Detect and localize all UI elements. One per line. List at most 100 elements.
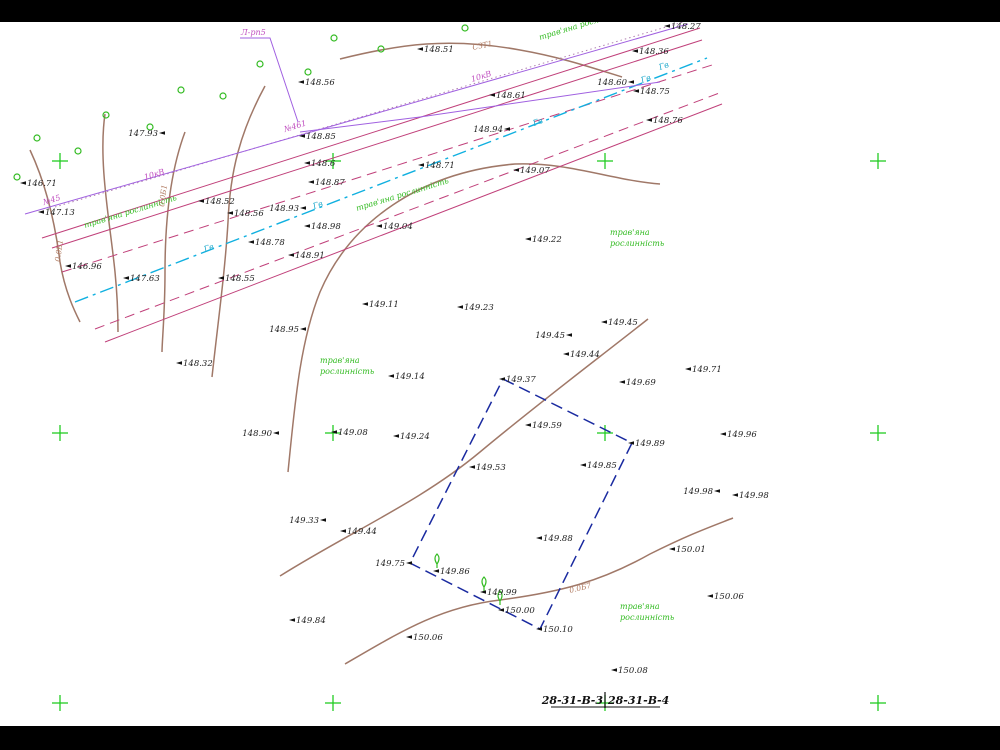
elevation-label: 149.96	[727, 430, 757, 440]
elevation-point[interactable]: 149.75	[375, 559, 412, 569]
contour-line	[279, 318, 649, 577]
elevation-label: 149.44	[570, 350, 600, 360]
utility-label: Гв	[531, 116, 545, 128]
elevation-marker-icon	[480, 590, 486, 594]
elevation-point[interactable]: 148.55	[218, 274, 255, 284]
elevation-point[interactable]: 150.06	[707, 592, 744, 602]
elevation-point[interactable]: 149.07	[513, 166, 550, 176]
elevation-point[interactable]: 149.98	[732, 491, 769, 501]
elevation-marker-icon	[388, 374, 394, 378]
elevation-point[interactable]: 149.14	[388, 372, 425, 382]
elevation-point[interactable]: 148.51	[417, 45, 454, 55]
elevation-point[interactable]: 148.60	[597, 78, 634, 88]
elevation-point[interactable]: 149.98	[683, 487, 720, 497]
elevation-point[interactable]: 148.27	[664, 22, 701, 32]
elevation-point[interactable]: 149.85	[580, 461, 617, 471]
boundary-polygon[interactable]	[408, 377, 634, 631]
elevation-point[interactable]: 150.00	[498, 606, 535, 616]
elevation-point[interactable]: 149.45	[601, 318, 638, 328]
elevation-point[interactable]: 149.86	[433, 567, 470, 577]
elevation-point[interactable]: 148.36	[632, 47, 669, 57]
elevation-label: 149.24	[400, 432, 430, 442]
elevation-point[interactable]: 149.89	[628, 439, 665, 449]
contour-label: 0.0Б1	[53, 239, 65, 262]
elevation-point[interactable]: 148.6	[304, 159, 336, 169]
vegetation-label: трав'яна рослинність	[355, 176, 450, 213]
elevation-point[interactable]: 149.37	[499, 375, 536, 385]
elevation-label: 149.44	[347, 527, 377, 537]
elevation-marker-icon	[331, 430, 337, 434]
elevation-marker-icon	[714, 489, 720, 493]
elevation-point[interactable]: 149.22	[525, 235, 562, 245]
elevation-point[interactable]: 149.59	[525, 421, 562, 431]
elevation-point[interactable]: 148.75	[633, 87, 670, 97]
elevation-marker-icon	[469, 465, 475, 469]
grid-cross-icon	[870, 425, 886, 441]
elevation-point[interactable]: 147.13	[38, 208, 75, 218]
elevation-point[interactable]: 148.85	[299, 132, 336, 142]
elevation-point[interactable]: 148.61	[489, 91, 526, 101]
elevation-marker-icon	[288, 253, 294, 257]
elevation-point[interactable]: 150.10	[536, 625, 573, 635]
elevation-label: 148.55	[225, 274, 255, 284]
elevation-point[interactable]: 147.93	[128, 129, 165, 139]
elevation-point[interactable]: 149.69	[619, 378, 656, 388]
elevation-point[interactable]: 149.44	[563, 350, 600, 360]
elevation-point[interactable]: 149.71	[685, 365, 722, 375]
elevation-point[interactable]: 148.78	[248, 238, 285, 248]
elevation-point[interactable]: 146.96	[65, 262, 102, 272]
elevation-point[interactable]: 148.56	[227, 209, 264, 219]
elevation-point[interactable]: 149.99	[480, 588, 517, 598]
elevation-marker-icon	[536, 627, 542, 631]
pipe-line-dashed	[61, 64, 713, 273]
elevation-point[interactable]: 150.06	[406, 633, 443, 643]
elevation-point[interactable]: 148.90	[242, 429, 279, 439]
elevation-point[interactable]: 148.87	[308, 178, 345, 188]
elevation-point[interactable]: 149.04	[376, 222, 413, 232]
elevation-marker-icon	[393, 434, 399, 438]
elevation-point[interactable]: 148.94	[473, 125, 510, 135]
elevation-marker-icon	[628, 441, 634, 445]
elevation-point[interactable]: 148.52	[198, 197, 235, 207]
elevation-point[interactable]: 149.11	[362, 300, 399, 310]
elevation-point[interactable]: 148.76	[646, 116, 683, 126]
elevation-point[interactable]: 148.71	[418, 161, 455, 171]
tree-icon	[330, 34, 338, 42]
elevation-point[interactable]: 149.44	[340, 527, 377, 537]
elevation-label: 148.52	[205, 197, 235, 207]
elevation-point[interactable]: 149.08	[331, 428, 368, 438]
elevation-label: 148.78	[255, 238, 285, 248]
power-line-10kv	[24, 23, 689, 215]
elevation-point[interactable]: 149.96	[720, 430, 757, 440]
vegetation-label: трав'яна	[320, 356, 360, 365]
elevation-point[interactable]: 148.32	[176, 359, 213, 369]
elevation-point[interactable]: 149.45	[535, 331, 572, 341]
elevation-point[interactable]: 149.33	[289, 516, 326, 526]
elevation-point[interactable]: 148.95	[269, 325, 306, 335]
sheet-label-right: 28-31-В-4	[607, 694, 669, 707]
elevation-marker-icon	[406, 561, 412, 565]
elevation-point[interactable]: 149.53	[469, 463, 506, 473]
elevation-point[interactable]: 148.98	[304, 222, 341, 232]
elevation-marker-icon	[732, 493, 738, 497]
elevation-label: 149.99	[487, 588, 517, 598]
elevation-point[interactable]: 146.71	[20, 179, 57, 189]
elevation-point[interactable]: 149.24	[393, 432, 430, 442]
elevation-point[interactable]: 148.91	[288, 251, 325, 261]
elevation-point[interactable]: 150.08	[611, 666, 648, 676]
elevation-marker-icon	[300, 327, 306, 331]
elevation-marker-icon	[619, 380, 625, 384]
utility-label: Гв	[202, 242, 216, 254]
tree-icon	[33, 134, 41, 142]
elevation-point[interactable]: 148.56	[298, 78, 335, 88]
elevation-marker-icon	[304, 161, 310, 165]
elevation-point[interactable]: 149.23	[457, 303, 494, 313]
elevation-point[interactable]: 149.88	[536, 534, 573, 544]
elevation-point[interactable]: 148.93	[269, 204, 306, 214]
elevation-point[interactable]: 147.63	[123, 274, 160, 284]
elevation-point[interactable]: 150.01	[669, 545, 706, 555]
elevation-point[interactable]: 149.84	[289, 616, 326, 626]
grid-crosses	[52, 153, 886, 711]
